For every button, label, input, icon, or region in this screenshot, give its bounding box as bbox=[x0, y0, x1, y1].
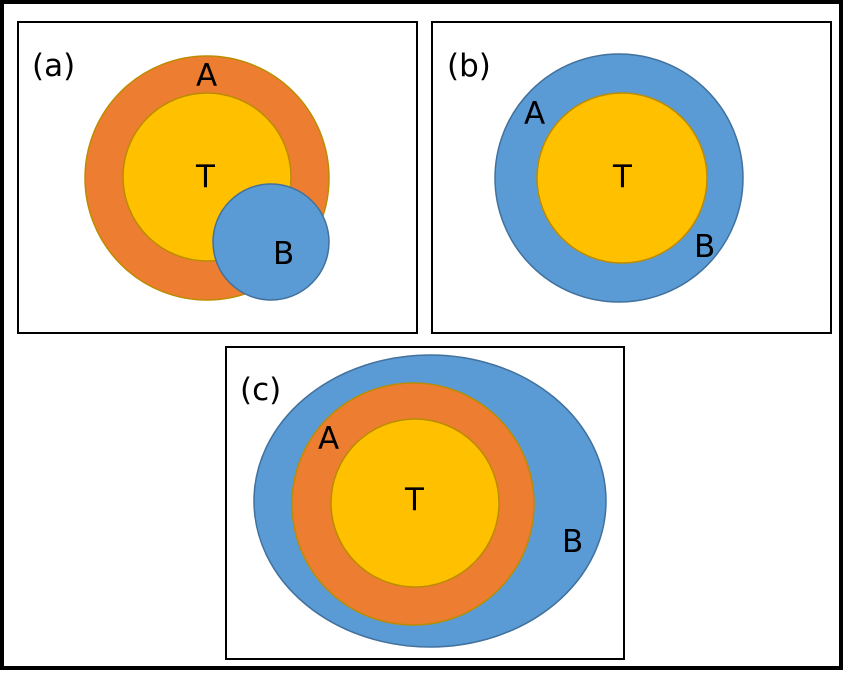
label-t: T bbox=[612, 159, 633, 195]
label-a: A bbox=[318, 421, 339, 457]
label-a: A bbox=[524, 96, 545, 132]
set-t-circle bbox=[330, 418, 500, 588]
panel-b: (b) A T B bbox=[431, 21, 832, 334]
panel-c: (c) A T B bbox=[225, 346, 625, 660]
label-t: T bbox=[195, 159, 216, 195]
label-b: B bbox=[273, 236, 294, 272]
panel-a-tag: (a) bbox=[32, 48, 75, 84]
label-b: B bbox=[694, 229, 715, 265]
panel-b-tag: (b) bbox=[447, 48, 491, 84]
label-a: A bbox=[196, 58, 217, 94]
set-t-circle bbox=[536, 92, 708, 264]
panel-c-tag: (c) bbox=[240, 372, 281, 408]
set-b-circle bbox=[212, 183, 330, 301]
venn-figure: (a) A T B (b) A T B (c) A T B bbox=[17, 21, 832, 660]
label-b: B bbox=[562, 524, 583, 560]
label-t: T bbox=[404, 482, 425, 518]
panel-a: (a) A T B bbox=[17, 21, 418, 334]
